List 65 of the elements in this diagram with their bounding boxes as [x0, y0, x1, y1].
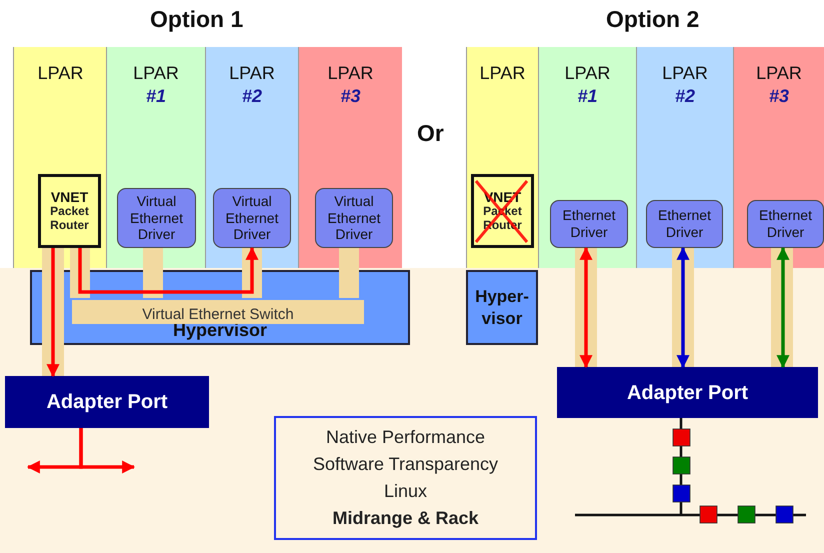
note-text: Linux — [384, 480, 428, 503]
partition-label: LPAR — [662, 63, 708, 84]
partition-number: #3 — [768, 86, 790, 107]
heading: Option 1 — [150, 6, 244, 33]
packet-router-box — [38, 174, 101, 248]
packet-router-box — [471, 174, 534, 248]
adapter-label: Adapter Port — [46, 391, 168, 413]
connector-band — [339, 248, 359, 298]
driver-label: Virtual Ethernet Driver — [129, 192, 184, 244]
driver-label: Ethernet Driver — [758, 207, 813, 241]
note-box — [274, 416, 537, 540]
partition-column — [636, 47, 733, 268]
driver-box — [646, 200, 723, 248]
switch-band — [72, 300, 364, 324]
partition-label: LPAR — [38, 63, 84, 84]
driver-box — [117, 188, 196, 248]
driver-box — [315, 188, 393, 248]
partition-number: #3 — [340, 86, 361, 107]
partition-label: LPAR — [756, 63, 802, 84]
partition-column — [205, 47, 298, 268]
partition-number: #1 — [146, 86, 166, 107]
partition-column — [538, 47, 636, 268]
router-title: VNET — [50, 189, 88, 206]
partition-column — [298, 47, 402, 268]
note-text: Midrange & Rack — [332, 507, 479, 530]
heading: Or — [417, 120, 444, 147]
heading: Option 2 — [606, 6, 700, 33]
partition-label: LPAR — [229, 63, 275, 84]
arrow — [776, 246, 790, 368]
driver-box — [747, 200, 824, 248]
connector-band — [242, 248, 262, 298]
partition-label: LPAR — [328, 63, 374, 84]
connector-band — [143, 248, 163, 298]
partition-number: #2 — [242, 86, 262, 107]
adapter-label: Adapter Port — [626, 382, 748, 404]
hypervisor-box — [466, 270, 538, 345]
driver-label: Virtual Ethernet Driver — [326, 192, 382, 244]
partition-column — [13, 47, 107, 268]
partition-label: LPAR — [480, 63, 526, 84]
partition-number: #2 — [674, 86, 696, 107]
adapter-port-box — [5, 376, 209, 428]
arrow — [46, 248, 60, 378]
adapter-port-box — [557, 367, 818, 418]
partition-number: #1 — [577, 86, 598, 107]
partition-label: LPAR — [133, 63, 179, 84]
note-text: Native Performance — [326, 426, 486, 449]
driver-box — [213, 188, 291, 248]
driver-label: Ethernet Driver — [657, 207, 712, 241]
hypervisor-label: Hyper-visor — [474, 286, 530, 329]
switch-label: Virtual Ethernet Switch — [142, 307, 294, 323]
arrow — [580, 246, 592, 368]
driver-label: Virtual Ethernet Driver — [224, 192, 280, 244]
arrow — [676, 246, 690, 368]
driver-box — [550, 200, 628, 248]
partition-column — [733, 47, 824, 268]
arrow — [78, 246, 258, 294]
partition-column — [466, 47, 538, 268]
partition-label: LPAR — [564, 63, 610, 84]
partition-column — [106, 47, 205, 268]
driver-label: Ethernet Driver — [562, 207, 616, 241]
note-text: Software Transparency — [312, 453, 498, 476]
arrow — [79, 428, 136, 474]
hypervisor-label: Hypervisor — [172, 320, 268, 341]
router-subtitle: Packet Router — [49, 205, 90, 233]
connector-band — [70, 248, 90, 298]
